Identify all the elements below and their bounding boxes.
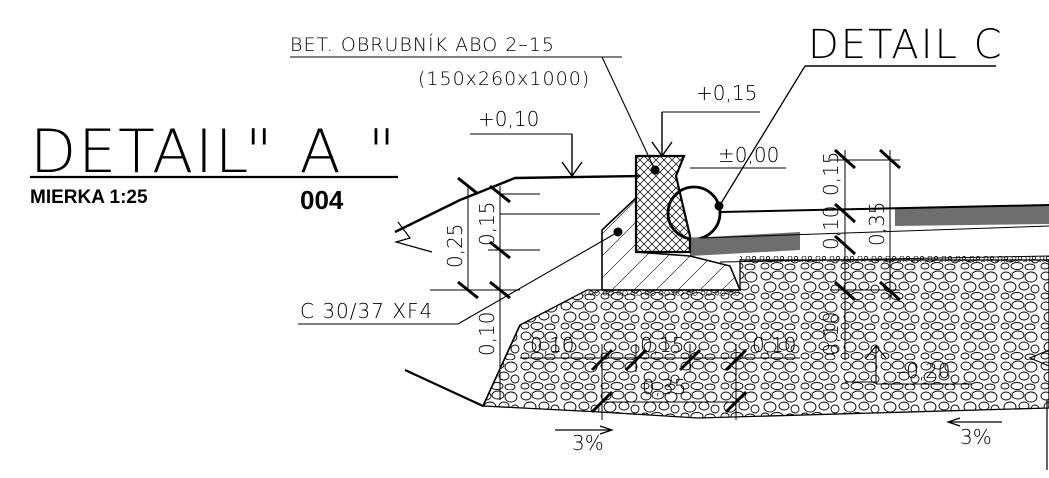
curb-leader (601, 56, 656, 171)
slope-right: 3% (960, 425, 992, 449)
level-base: –0,20 (896, 359, 951, 383)
dim-ticks-left (457, 176, 511, 300)
dim-0-10-right-b: 0,10 (819, 311, 843, 356)
slope-left: 3% (572, 431, 604, 455)
asphalt-right (895, 205, 1049, 226)
concrete-leader (457, 231, 619, 325)
curb-size-label: (150x260x1000) (418, 68, 590, 90)
level-curb-top: +0,15 (696, 81, 757, 105)
dim-0-15-left: 0,15 (475, 201, 499, 246)
dim-0-15-right: 0,15 (819, 151, 843, 196)
dim-ticks-bottom (590, 348, 748, 414)
level-base-arrow (865, 345, 887, 384)
dim-0-35-b: 0,35 (642, 375, 687, 399)
slope-right-arrow (946, 417, 1002, 427)
level-sidewalk: +0,10 (478, 107, 539, 131)
title-detail: DETAIL (30, 117, 250, 187)
dim-0-15-b: 0,15 (640, 333, 685, 357)
curb-name-label: BET. OBRUBNÍK ABO 2–15 (290, 33, 555, 56)
scale-label: MIERKA 1:25 (30, 187, 148, 208)
sidewalk-surface (394, 174, 641, 234)
slope-left-arrow (555, 425, 614, 435)
left-terrain-line (404, 369, 484, 407)
dim-0-10-b1: 0,10 (530, 333, 575, 357)
road-subbase-line (719, 255, 1049, 263)
level-curb-arrow (651, 112, 673, 158)
title-letter: " A " (245, 117, 399, 187)
dim-ticks-right (833, 148, 902, 302)
detail-c-leader (719, 65, 806, 206)
detail-c-label: DETAIL C (808, 22, 1004, 68)
left-slope-line (482, 324, 521, 407)
drawing-number: 004 (300, 185, 344, 215)
concrete-label: C 30/37 XF4 (300, 299, 433, 323)
asphalt-wedge (690, 232, 800, 256)
concrete-curb (634, 154, 692, 254)
dim-0-35-right: 0,35 (865, 201, 889, 246)
break-line (393, 221, 433, 253)
dim-0-10-b2: 0,10 (752, 333, 797, 357)
road-layer-line (699, 225, 1049, 239)
level-sidewalk-arrow (561, 134, 583, 178)
fine-gravel-layer (582, 256, 1049, 296)
dim-0-10-left: 0,10 (475, 311, 499, 356)
dim-0-25: 0,25 (443, 223, 467, 268)
concrete-leader-dot (613, 227, 623, 237)
dim-0-10-right-a: 0,10 (819, 205, 843, 250)
road-surface-line (719, 204, 1049, 213)
level-road: ±0,00 (718, 143, 779, 167)
right-break-line (1028, 349, 1049, 367)
